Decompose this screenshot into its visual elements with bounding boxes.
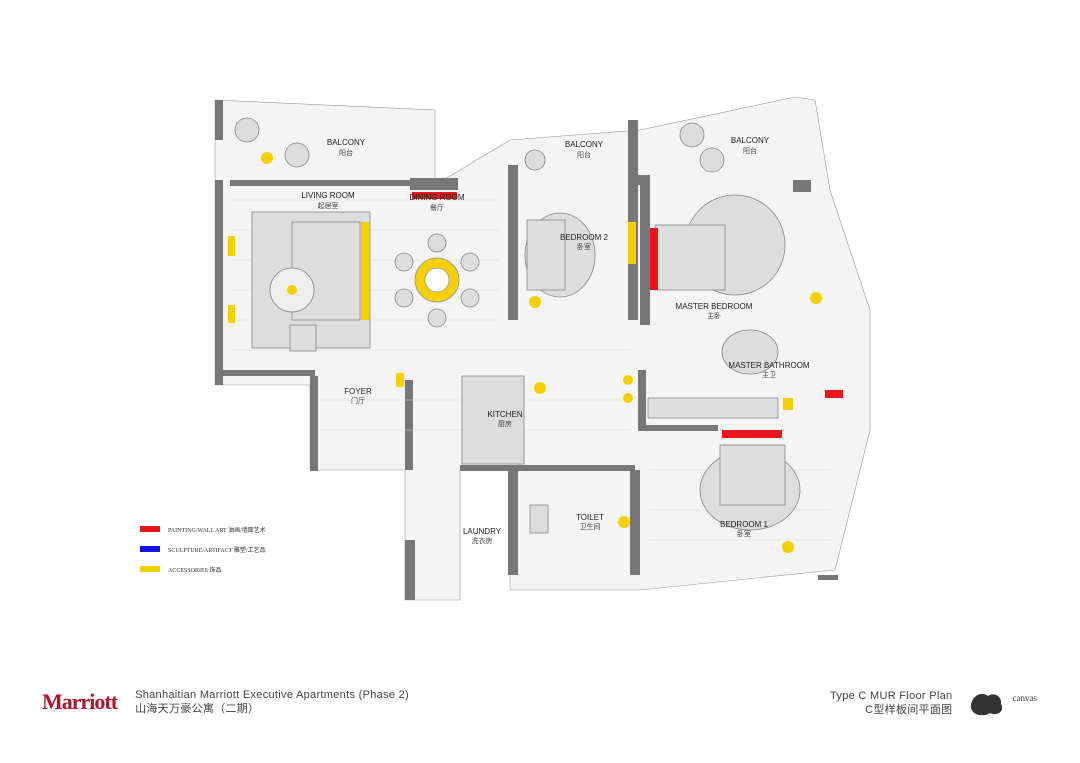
svg-text:卫生间: 卫生间 xyxy=(580,522,601,531)
armchair xyxy=(289,324,317,352)
room-labels: BALCONY 阳台 BALCONY 阳台 BALCONY 阳台 LIVING … xyxy=(301,136,810,545)
project-title-en: Shanhaitian Marriott Executive Apartment… xyxy=(135,689,409,701)
svg-text:卧室: 卧室 xyxy=(577,242,591,251)
bedroom1-bed xyxy=(719,444,786,506)
kitchen-island xyxy=(461,375,525,465)
label-toilet: TOILET xyxy=(576,513,604,522)
bedroom2-sofa xyxy=(526,219,566,291)
legend-item-sculpture: SCULPTURE/ARTIFACT 雕塑/工艺品 xyxy=(140,539,266,559)
label-bedroom-2: BEDROOM 2 xyxy=(560,233,609,242)
svg-text:厨房: 厨房 xyxy=(498,419,512,428)
svg-text:主卫: 主卫 xyxy=(762,370,776,379)
canvas-blob-logo-icon xyxy=(971,693,1003,716)
svg-text:卧室: 卧室 xyxy=(737,529,751,538)
legend-swatch xyxy=(140,546,160,552)
svg-text:主卧: 主卧 xyxy=(707,311,721,320)
legend-swatch xyxy=(140,566,160,572)
svg-text:餐厅: 餐厅 xyxy=(430,203,444,212)
label-balcony-right: BALCONY xyxy=(731,136,770,145)
label-bedroom-1: BEDROOM 1 xyxy=(720,520,769,529)
plan-title-en: Type C MUR Floor Plan xyxy=(830,690,953,702)
legend-label: PAINTING/WALL ART 油画/墙面艺术 xyxy=(168,527,266,534)
legend-item-painting: PAINTING/WALL ART 油画/墙面艺术 xyxy=(140,519,266,539)
label-living-room: LIVING ROOM xyxy=(301,191,355,200)
label-master-bedroom: MASTER BEDROOM xyxy=(676,302,753,311)
furniture xyxy=(234,117,801,534)
legend-swatch xyxy=(140,526,160,532)
walls xyxy=(215,100,838,600)
svg-text:阳台: 阳台 xyxy=(743,146,757,155)
footer-project: Marriott Shanhaitian Marriott Executive … xyxy=(42,688,409,716)
canvas-logo: canvas xyxy=(1012,693,1037,703)
label-master-bathroom: MASTER BATHROOM xyxy=(728,361,810,370)
footer-plan: Type C MUR Floor Plan C型样板间平面图 canvas xyxy=(830,688,1037,718)
legend: PAINTING/WALL ART 油画/墙面艺术 SCULPTURE/ARTI… xyxy=(140,519,266,579)
legend-label: ACCESSORIES 饰品 xyxy=(168,567,222,574)
label-dining-room: DINING ROOM xyxy=(409,193,464,202)
label-foyer: FOYER xyxy=(344,387,372,396)
plan-title-cn: C型样板间平面图 xyxy=(865,704,953,716)
svg-text:阳台: 阳台 xyxy=(339,148,353,157)
svg-text:洗衣房: 洗衣房 xyxy=(472,536,493,545)
legend-label: SCULPTURE/ARTIFACT 雕塑/工艺品 xyxy=(168,547,266,554)
bathtub xyxy=(721,329,779,375)
balcony-chairs xyxy=(234,117,725,173)
legend-item-accessories: ACCESSORIES 饰品 xyxy=(140,559,266,579)
label-balcony-mid: BALCONY xyxy=(565,140,604,149)
painting-markers xyxy=(412,192,843,438)
label-balcony-left: BALCONY xyxy=(327,138,366,147)
master-bed xyxy=(654,224,726,291)
svg-text:门厅: 门厅 xyxy=(351,396,365,405)
vanity xyxy=(647,397,779,419)
toilet-fixture xyxy=(529,504,549,534)
svg-text:起居室: 起居室 xyxy=(318,201,339,210)
marriott-logo: Marriott xyxy=(42,689,118,714)
svg-text:阳台: 阳台 xyxy=(577,150,591,159)
accessory-markers xyxy=(228,152,822,553)
project-title-cn: 山海天万豪公寓（二期） xyxy=(135,703,260,715)
label-kitchen: KITCHEN xyxy=(487,410,522,419)
label-laundry: LAUNDRY xyxy=(463,527,502,536)
